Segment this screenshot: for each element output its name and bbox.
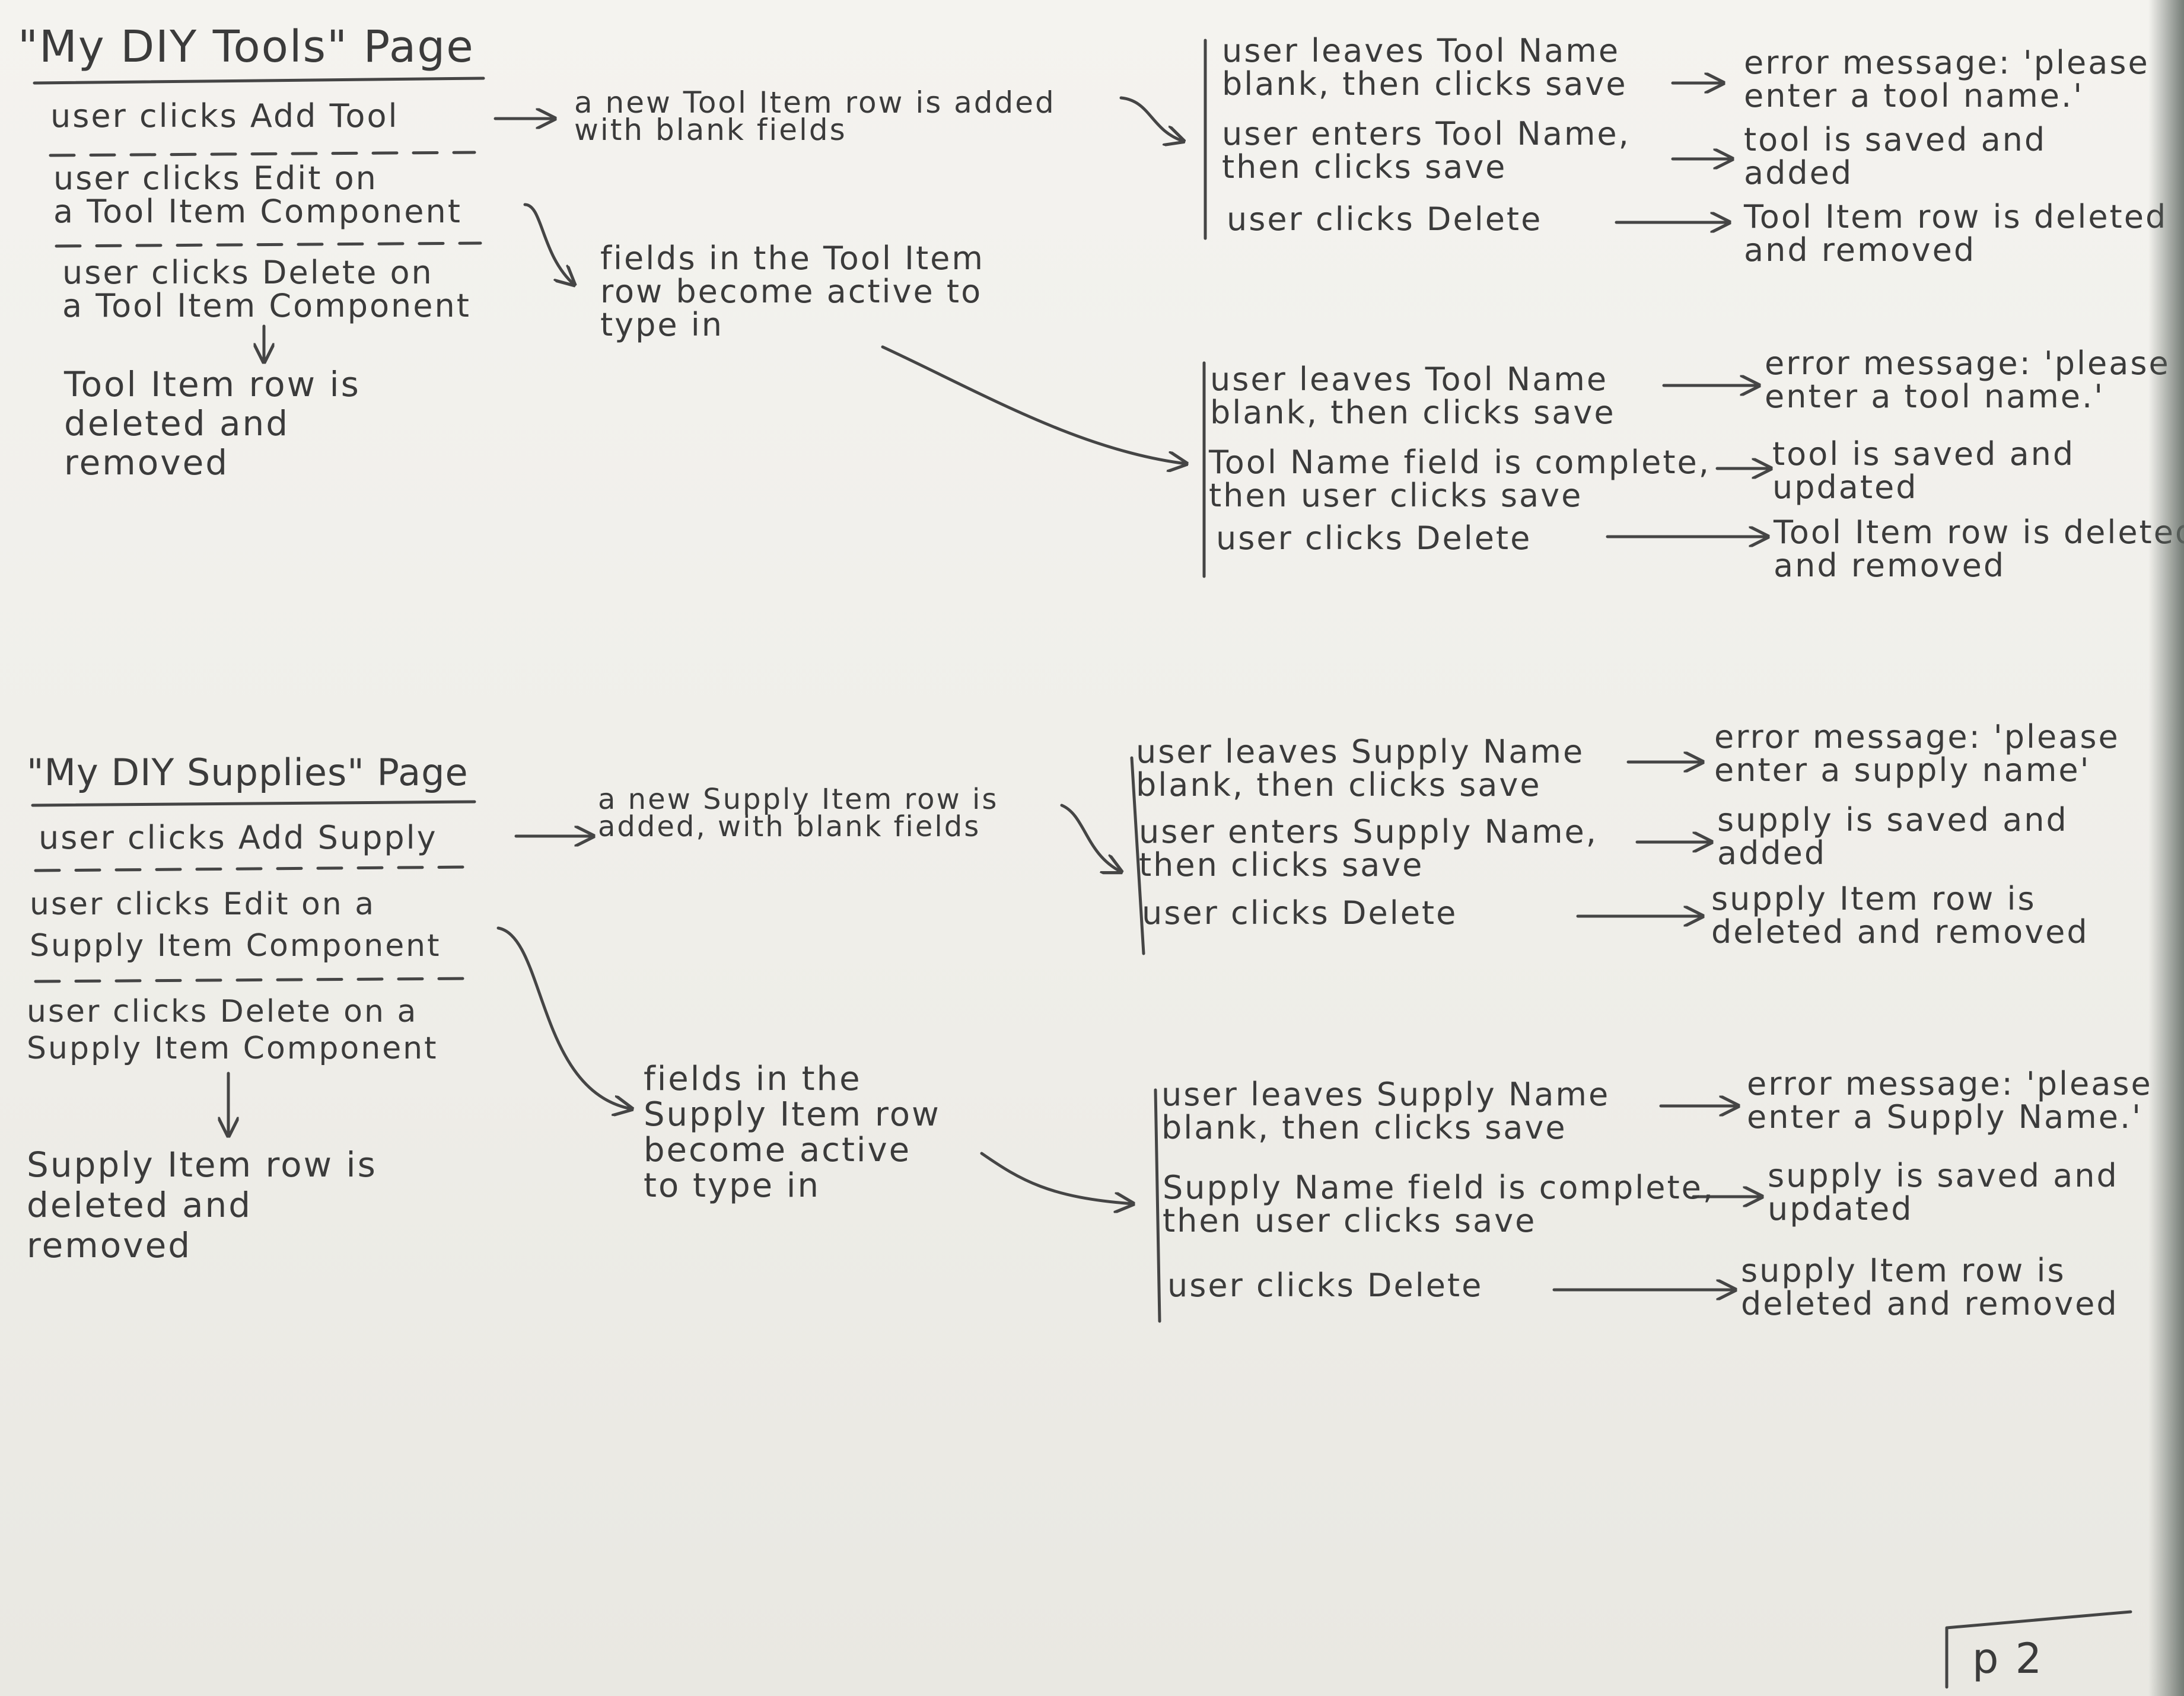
supplies-add-case-delete: user clicks Delete (1142, 894, 1458, 932)
tools-page-title: "My DIY Tools" Page (18, 21, 475, 72)
supplies-edit-to-branch-arrow (980, 1152, 1133, 1204)
tools-title-underline (33, 76, 485, 85)
tools-edit-arrow (523, 203, 574, 285)
supplies-add-to-branch-arrow (1060, 804, 1121, 872)
tools-add-case-enters: user enters Tool Name,then clicks save (1222, 115, 1631, 186)
page-number: p 2 (1972, 1634, 2044, 1683)
supplies-edit-case-delete: user clicks Delete (1167, 1267, 1483, 1304)
supplies-page-title: "My DIY Supplies" Page (27, 751, 469, 794)
tools-edit-case-delete: user clicks Delete (1216, 519, 1532, 557)
tools-add-to-branch-arrow (1119, 96, 1183, 141)
supplies-add-divider (34, 865, 476, 872)
tools-add-action: user clicks Add Tool (50, 97, 399, 135)
supplies-edit-case-complete: Supply Name field is complete,then user … (1163, 1169, 1715, 1239)
tools-edit-to-branch-arrow (881, 345, 1186, 464)
tools-edit-divider (55, 241, 482, 248)
tools-add-case-delete: user clicks Delete (1227, 200, 1543, 238)
supplies-add-action: user clicks Add Supply (39, 819, 438, 856)
page-number-box (1945, 1610, 2132, 1689)
supplies-add-branch-bracket (1130, 756, 1145, 955)
tools-edit-case-complete: Tool Name field is complete,then user cl… (1209, 444, 1711, 514)
supplies-edit-arrow (496, 926, 632, 1109)
tools-add-divider (49, 151, 476, 157)
supplies-edit-divider (34, 977, 476, 983)
supplies-title-underline (31, 800, 476, 807)
supplies-edit-branch-bracket (1154, 1088, 1161, 1323)
supplies-add-case-enters: user enters Supply Name,then clicks save (1139, 813, 1598, 884)
